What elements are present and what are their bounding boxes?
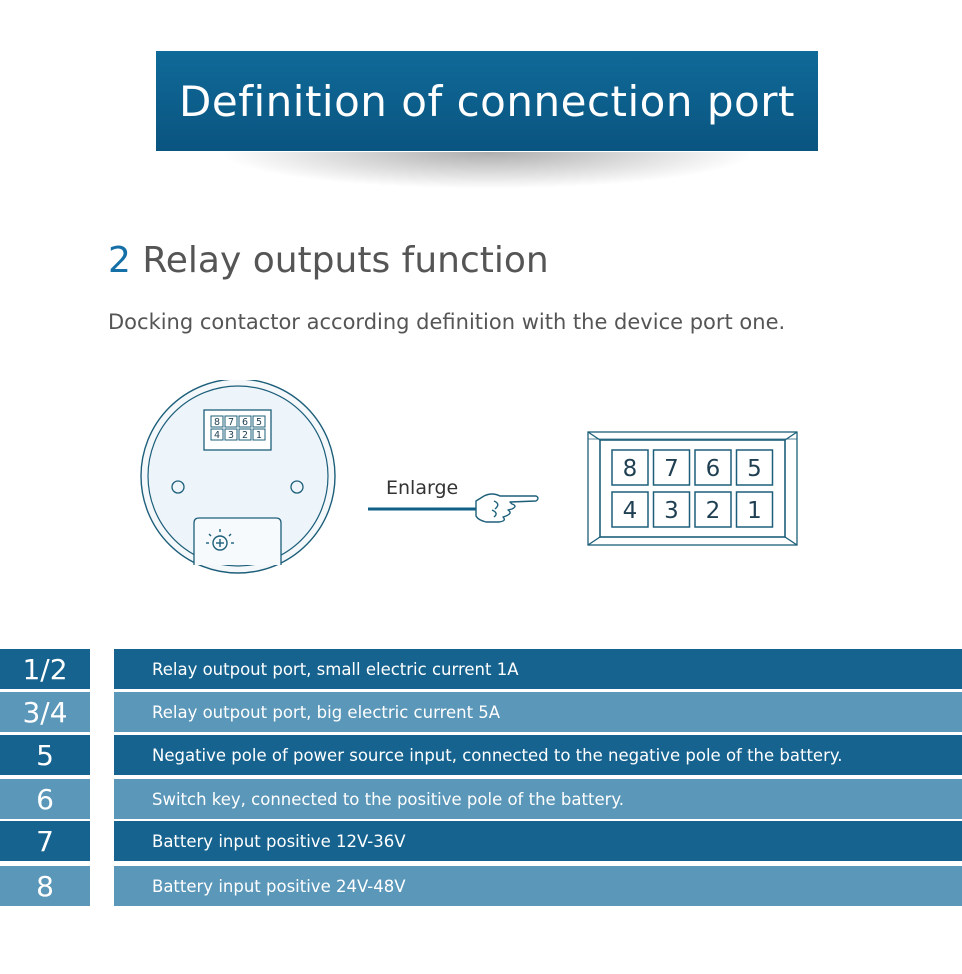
port-description: Relay outpout port, big electric current… <box>114 692 962 732</box>
port-row: 3/4 Relay outpout port, big electric curr… <box>0 692 962 732</box>
connector-pin-label: 8 <box>214 417 220 428</box>
connector-pin-cell <box>611 449 649 486</box>
port-description: Switch key, connected to the positive po… <box>114 779 962 819</box>
section-subtitle: Docking contactor according definition w… <box>108 310 786 334</box>
port-row: 1/2 Relay outpout port, small electric cu… <box>0 649 962 689</box>
port-pin-number: 3/4 <box>0 692 90 732</box>
connector-pin-cell <box>210 428 224 441</box>
connector-pin-cell <box>210 415 224 428</box>
port-row: 5 Negative pole of power source input, co… <box>0 735 962 775</box>
adjust-knob-icon <box>206 529 234 551</box>
connector-pin-label: 6 <box>242 417 248 428</box>
pointing-hand-icon <box>475 493 539 523</box>
connector-pin-label: 1 <box>256 430 262 441</box>
port-pin-number: 7 <box>0 821 90 861</box>
adjust-port <box>193 517 282 565</box>
section-title-text: Relay outputs function <box>142 240 549 281</box>
connector-pin-label: 2 <box>242 430 248 441</box>
connector-pin-label: 4 <box>214 430 220 441</box>
large-connector-housing <box>587 431 798 546</box>
connector-pin-cell <box>694 491 732 528</box>
connector-pin-cell <box>611 491 649 528</box>
connector-pin-label: 7 <box>228 417 234 428</box>
connector-pin-cell <box>694 449 732 486</box>
banner-shadow <box>225 152 750 188</box>
connector-pin-cell <box>735 491 774 528</box>
connector-pin-cell <box>652 449 691 486</box>
section-number: 2 <box>108 240 131 281</box>
mount-hole-right-icon <box>290 480 304 494</box>
gauge-back <box>140 380 336 574</box>
page-title-banner: Definition of connection port <box>156 51 818 151</box>
port-row: 8 Battery input positive 24V-48V <box>0 866 962 906</box>
port-pin-number: 6 <box>0 779 90 819</box>
port-description: Battery input positive 12V-36V <box>114 821 962 861</box>
port-pin-number: 1/2 <box>0 649 90 689</box>
connector-pin-label: 5 <box>256 417 262 428</box>
connector-pin-cell <box>252 428 266 441</box>
connector-pin-cell <box>224 415 238 428</box>
connector-pin-label: 5 <box>747 456 762 482</box>
port-row: 7 Battery input positive 12V-36V <box>0 821 962 861</box>
page-title: Definition of connection port <box>179 76 795 126</box>
connector-pin-cell <box>238 415 252 428</box>
connector-pin-label: 6 <box>706 456 721 482</box>
port-description: Negative pole of power source input, con… <box>114 735 962 775</box>
port-pin-number: 8 <box>0 866 90 906</box>
connector-pin-label: 3 <box>664 498 679 524</box>
connector-pin-label: 7 <box>664 456 679 482</box>
port-row: 6 Switch key, connected to the positive p… <box>0 779 962 819</box>
mount-hole-left-icon <box>171 480 185 494</box>
connector-pin-label: 1 <box>747 498 762 524</box>
connector-pin-label: 8 <box>623 456 638 482</box>
port-pin-number: 5 <box>0 735 90 775</box>
connector-pin-label: 2 <box>706 498 721 524</box>
connector-pin-label: 3 <box>228 430 234 441</box>
port-description: Battery input positive 24V-48V <box>114 866 962 906</box>
port-description: Relay outpout port, small electric curre… <box>114 649 962 689</box>
connector-pin-cell <box>735 449 774 486</box>
connector-pin-cell <box>238 428 252 441</box>
section-title: 2 Relay outputs function <box>108 240 549 281</box>
connector-pin-label: 4 <box>623 498 638 524</box>
connector-pin-cell <box>652 491 691 528</box>
connector-pin-cell <box>224 428 238 441</box>
connector-pin-cell <box>252 415 266 428</box>
enlarge-label: Enlarge <box>386 477 458 499</box>
